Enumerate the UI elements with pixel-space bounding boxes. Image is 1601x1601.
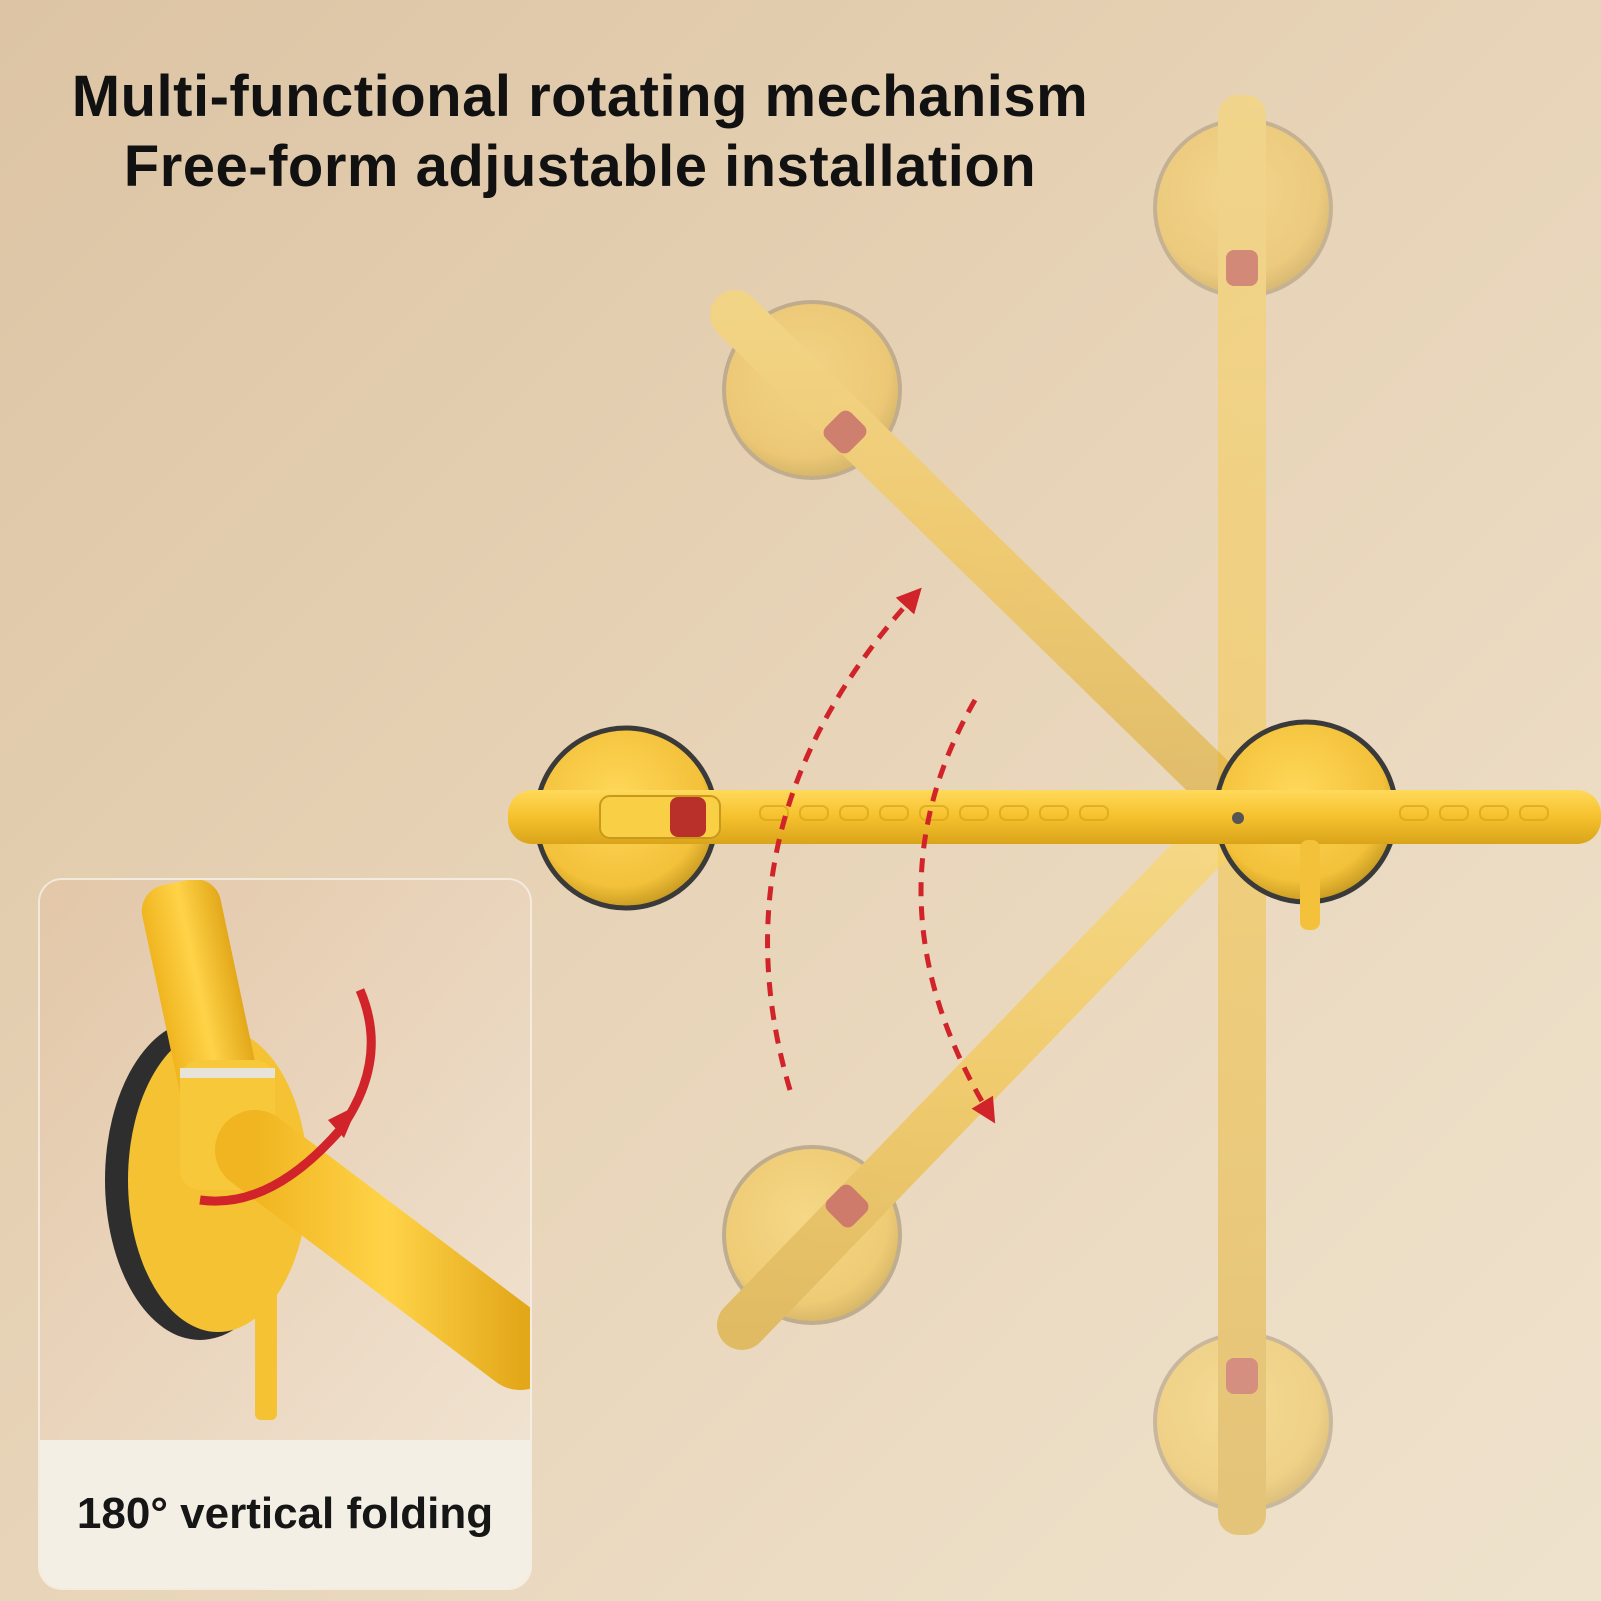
headline-line-1: Multi-functional rotating mechanism	[71, 64, 1089, 129]
folding-detail-illustration	[40, 880, 530, 1440]
folding-caption: 180° vertical folding	[76, 1489, 494, 1538]
faded-lower-diagonal-bar	[717, 803, 1247, 1350]
rotate-down-arrow	[918, 698, 996, 1124]
grab-bar-horizontal	[508, 719, 1601, 930]
rotate-up-arrow	[765, 587, 922, 1091]
folding-detail-inset: 180° vertical folding	[40, 880, 530, 1588]
faded-upper-diagonal-bar	[710, 290, 1247, 815]
inset-caption-bar: 180° vertical folding	[40, 1440, 530, 1588]
headline: Multi-functional rotating mechanism Free…	[60, 62, 1100, 202]
headline-line-2: Free-form adjustable installation	[123, 134, 1037, 199]
